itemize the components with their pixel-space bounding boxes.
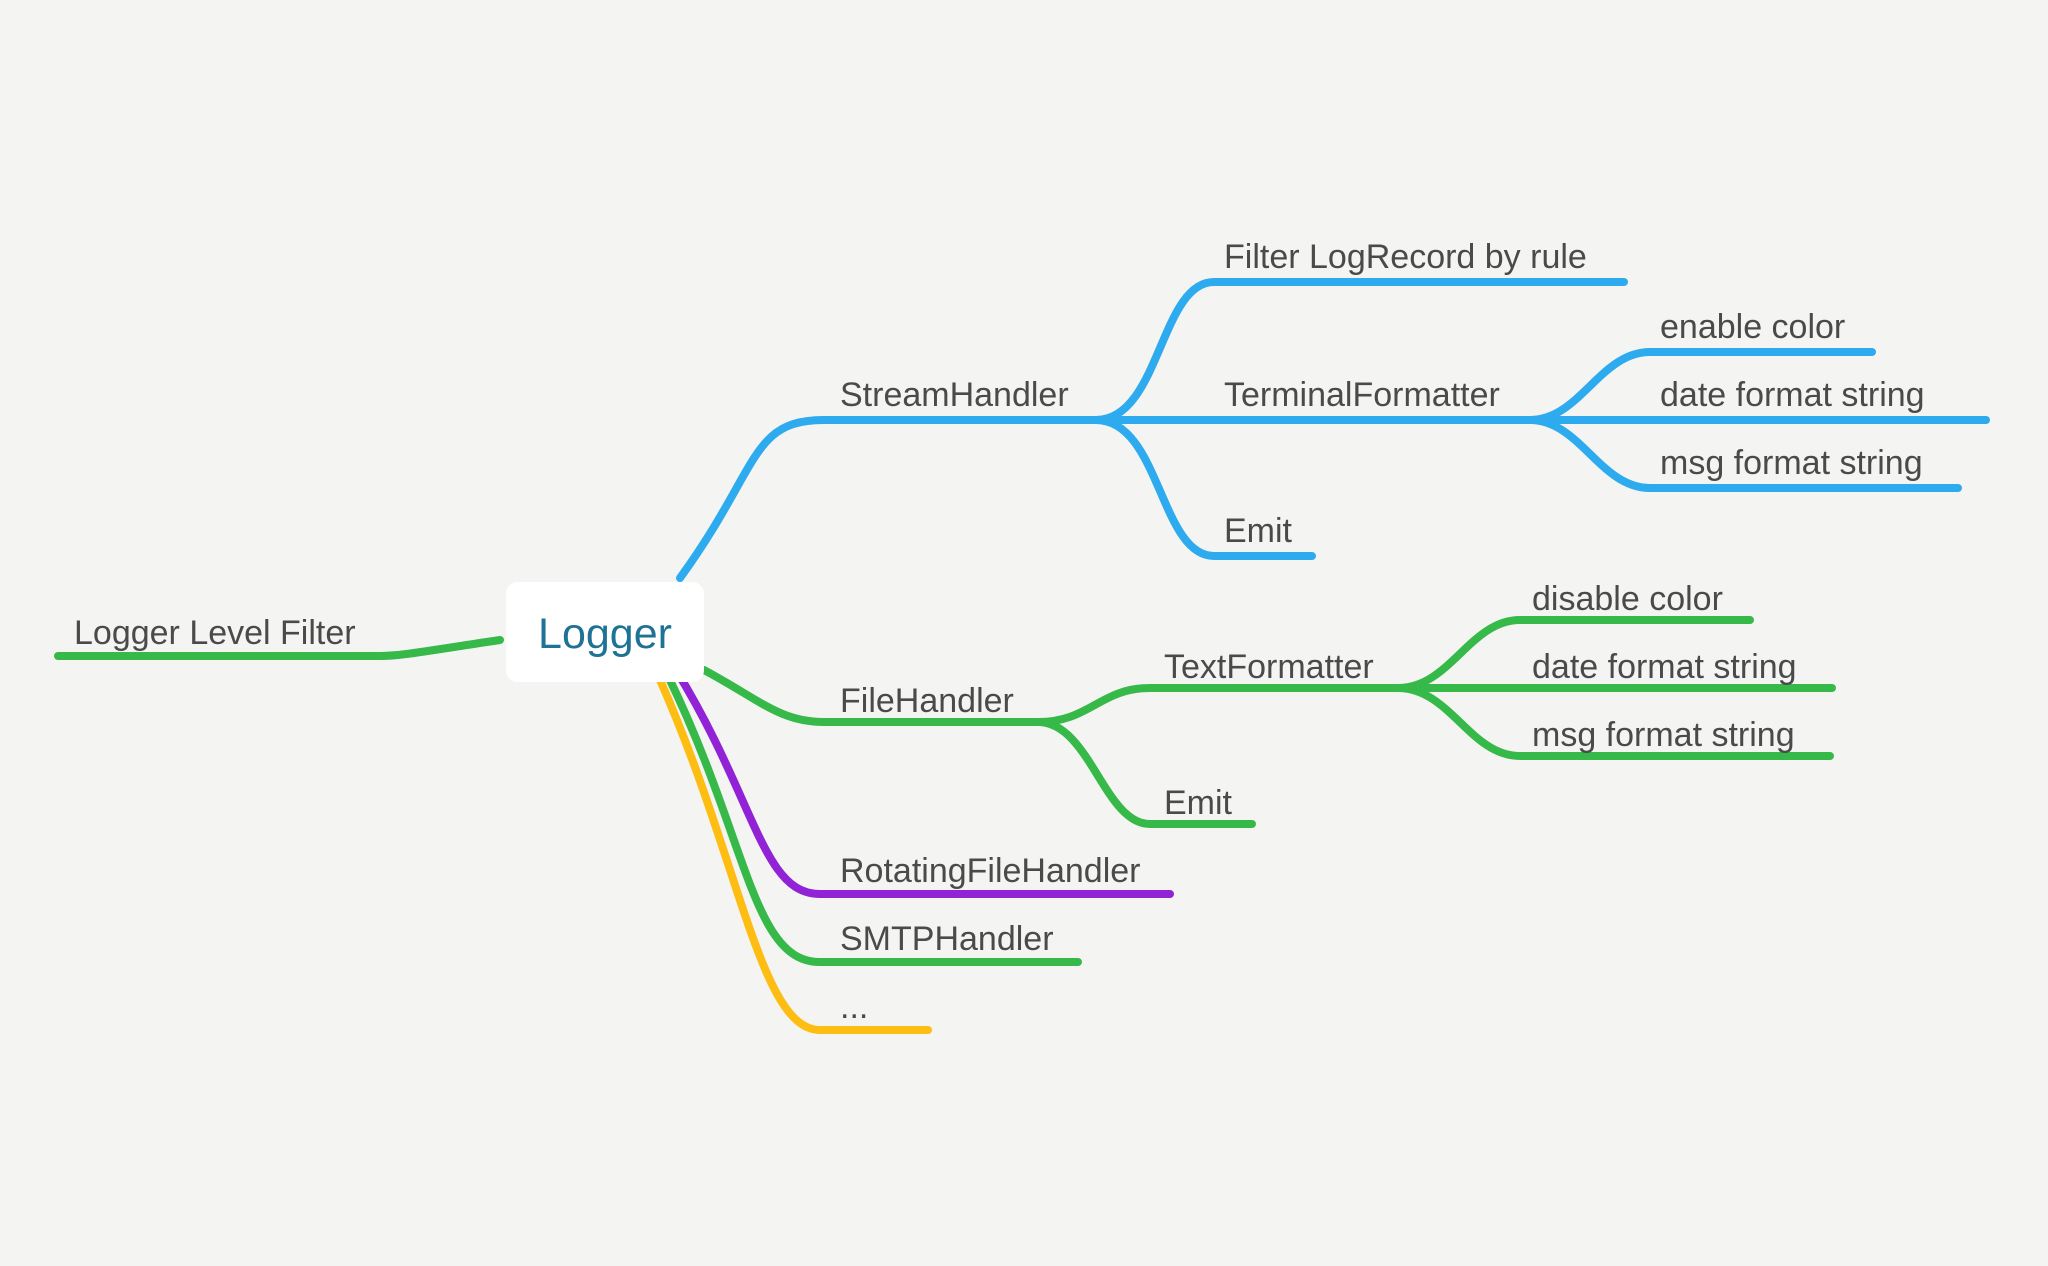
connector-filter-logrecord: [1092, 278, 1628, 424]
connector-file-emit: [1034, 718, 1256, 828]
node-terminal-msg-format[interactable]: msg format string: [1660, 444, 1923, 482]
connector-rotating-file-handler: [672, 666, 1174, 898]
connector-logger-level-filter: [54, 636, 504, 660]
node-terminal-date-format[interactable]: date format string: [1660, 376, 1925, 414]
node-terminal-formatter[interactable]: TerminalFormatter: [1224, 376, 1500, 414]
node-enable-color[interactable]: enable color: [1660, 308, 1845, 346]
node-smtp-handler[interactable]: SMTPHandler: [840, 920, 1054, 958]
node-text-formatter[interactable]: TextFormatter: [1164, 648, 1374, 686]
node-file-handler[interactable]: FileHandler: [840, 682, 1014, 720]
connectors: [54, 278, 1990, 1034]
node-logger-level-filter[interactable]: Logger Level Filter: [74, 614, 356, 652]
node-filter-logrecord[interactable]: Filter LogRecord by rule: [1224, 238, 1587, 276]
connector-stream-emit: [1092, 416, 1316, 560]
connector-text-msg-format: [1394, 684, 1834, 760]
connector-stream-handler: [676, 416, 1100, 582]
node-disable-color[interactable]: disable color: [1532, 580, 1723, 618]
node-stream-emit[interactable]: Emit: [1224, 512, 1293, 550]
root-node-label[interactable]: Logger: [538, 610, 672, 658]
connector-file-handler: [700, 666, 1042, 726]
node-file-emit[interactable]: Emit: [1164, 784, 1233, 822]
node-stream-handler[interactable]: StreamHandler: [840, 376, 1069, 414]
node-more[interactable]: ...: [840, 988, 868, 1026]
connector-more: [656, 676, 932, 1034]
connector-terminal-msg-format: [1526, 416, 1962, 492]
connector-text-formatter: [1034, 684, 1402, 726]
root-node[interactable]: Logger: [506, 582, 704, 682]
node-rotating-file-handler[interactable]: RotatingFileHandler: [840, 852, 1141, 890]
root-node-box[interactable]: [506, 582, 704, 682]
node-text-date-format[interactable]: date format string: [1532, 648, 1797, 686]
node-text-msg-format[interactable]: msg format string: [1532, 716, 1795, 754]
connector-smtp-handler: [664, 672, 1082, 966]
